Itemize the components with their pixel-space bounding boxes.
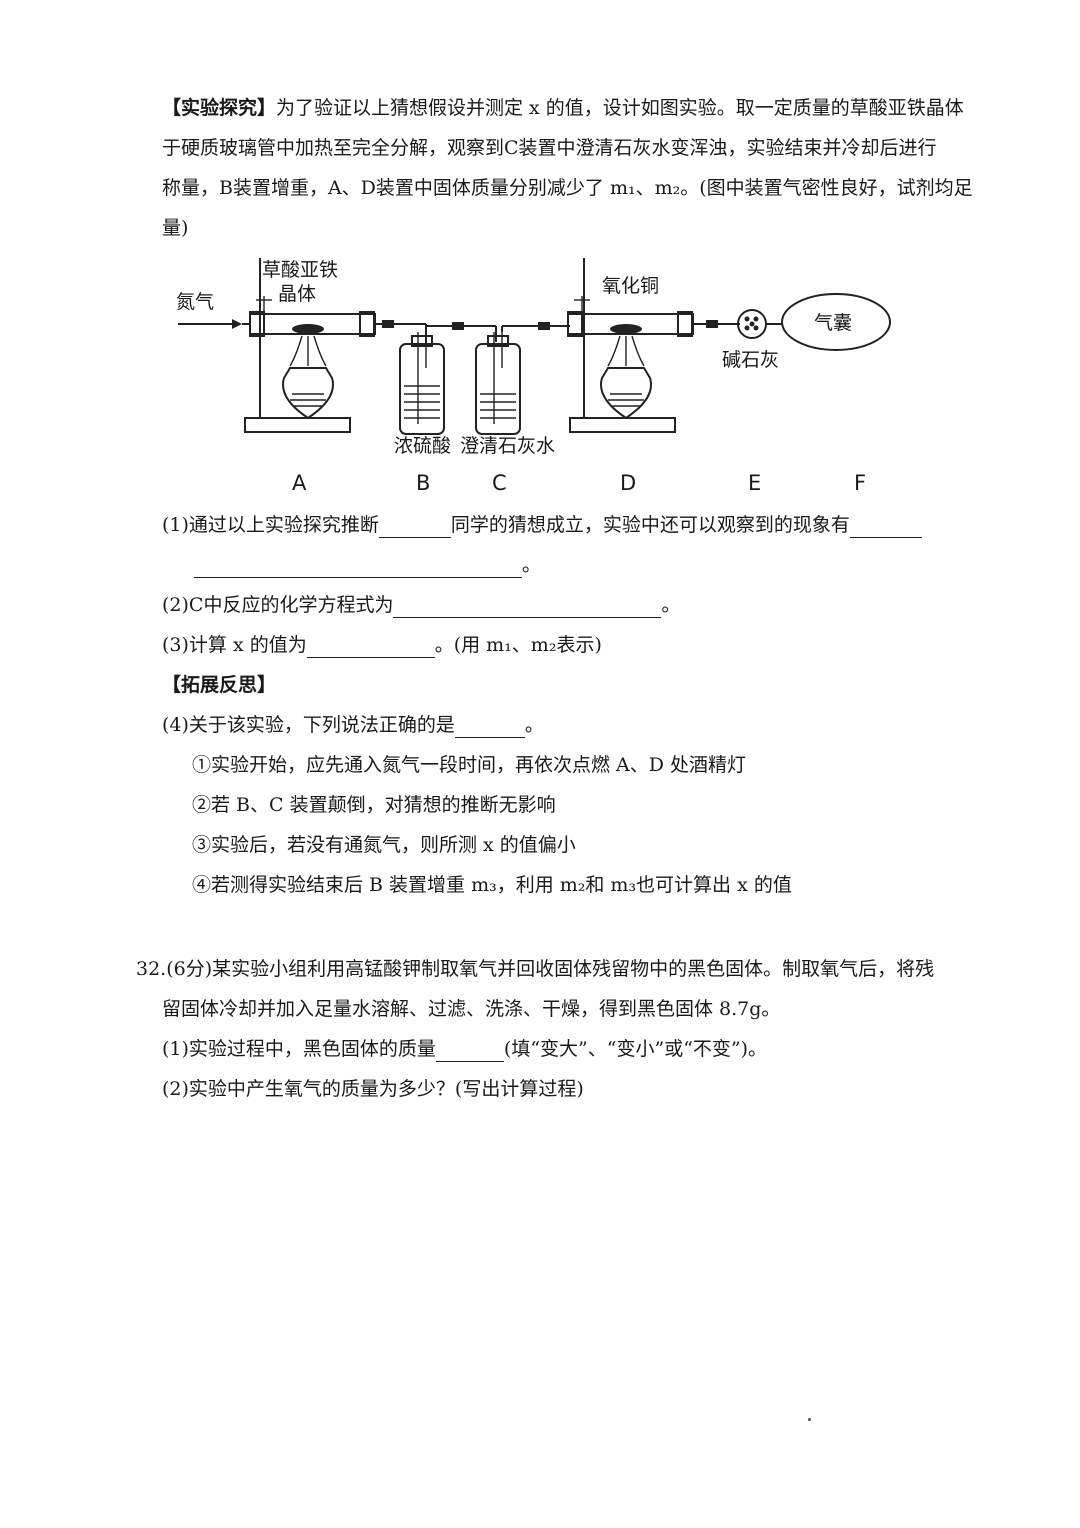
- q4-option-3: ③实验后，若没有通氮气，则所测 x 的值偏小: [192, 834, 576, 856]
- letter-c: C: [492, 471, 507, 495]
- problem-32-line-1: 32.(6分)某实验小组利用高锰酸钾制取氧气并回收固体残留物中的黑色固体。制取氧…: [136, 958, 935, 980]
- letter-b: B: [416, 471, 430, 495]
- intro-text-1: 为了验证以上猜想假设并测定 x 的值，设计如图实验。取一定质量的草酸亚铁晶体: [276, 97, 964, 119]
- label-balloon: 气囊: [814, 312, 852, 334]
- label-soda-lime: 碱石灰: [722, 349, 779, 371]
- nitrogen-arrow-icon: [178, 319, 250, 329]
- q3-blank-x[interactable]: [306, 637, 435, 658]
- problem-32-part-1: (1)实验过程中，黑色固体的质量 (填“变大”、“变小”或“不变”)。: [162, 1036, 767, 1062]
- section-tag-experiment: 【实验探究】: [162, 97, 277, 119]
- letter-a: A: [292, 471, 307, 495]
- bottle-b: [399, 332, 445, 435]
- q4-end: 。: [524, 714, 544, 736]
- question-4: (4)关于该实验，下列说法正确的是 。: [162, 712, 544, 738]
- label-acid: 浓硫酸: [394, 435, 451, 457]
- q2-end: 。: [661, 594, 681, 616]
- label-limewater: 澄清石灰水: [460, 435, 555, 457]
- bottle-c: [475, 332, 521, 435]
- question-1-continued: 。: [194, 552, 541, 578]
- scan-speck: [808, 1418, 811, 1421]
- connector-bc: [425, 322, 497, 342]
- q2-text: (2)C中反应的化学方程式为: [162, 594, 394, 616]
- tube-e: [692, 309, 782, 339]
- apparatus-a: [244, 258, 400, 433]
- letter-d: D: [620, 471, 636, 495]
- q1-text-b: 同学的猜想成立，实验中还可以观察到的现象有: [450, 514, 850, 536]
- problem-32-line-2: 留固体冷却并加入足量水溶解、过滤、洗涤、干燥，得到黑色固体 8.7g。: [162, 998, 781, 1020]
- q1-blank-phenomenon[interactable]: [849, 517, 922, 538]
- q3-text: (3)计算 x 的值为: [162, 634, 307, 656]
- intro-line-4: 量): [162, 217, 189, 239]
- section-tag-extension: 【拓展反思】: [162, 674, 277, 696]
- label-nitrogen: 氮气: [176, 291, 214, 313]
- q3-end: 。(用 m₁、m₂表示): [434, 634, 602, 656]
- q1-end: 。: [522, 554, 542, 576]
- q4-option-2: ②若 B、C 装置颠倒，对猜想的推断无影响: [192, 794, 556, 816]
- question-3: (3)计算 x 的值为 。(用 m₁、m₂表示): [162, 632, 602, 658]
- q4-option-4: ④若测得实验结束后 B 装置增重 m₃，利用 m₂和 m₃也可计算出 x 的值: [192, 874, 792, 896]
- intro-line-3: 称量，B装置增重，A、D装置中固体质量分别减少了 m₁、m₂。(图中装置气密性良…: [162, 177, 973, 199]
- label-sample-1: 草酸亚铁: [262, 259, 338, 281]
- q1-blank-student[interactable]: [378, 517, 451, 538]
- label-copper-oxide: 氧化铜: [602, 275, 659, 297]
- question-2: (2)C中反应的化学方程式为 。: [162, 592, 680, 618]
- label-sample-2: 晶体: [278, 283, 316, 305]
- problem-32-part-2: (2)实验中产生氧气的质量为多少？(写出计算过程): [162, 1078, 584, 1100]
- apparatus-diagram: 氮气 草酸亚铁 晶体: [176, 258, 891, 495]
- q2-blank-equation[interactable]: [393, 597, 662, 618]
- connector-cd: [501, 322, 570, 332]
- connector-ab: [382, 320, 427, 344]
- p32-1-blank-mass[interactable]: [435, 1041, 504, 1062]
- balloon-f: [781, 293, 891, 351]
- q4-text: (4)关于该实验，下列说法正确的是: [162, 714, 455, 736]
- intro-line-1: 【实验探究】为了验证以上猜想假设并测定 x 的值，设计如图实验。取一定质量的草酸…: [162, 95, 964, 121]
- q1-blank-phenomenon-2[interactable]: [194, 557, 522, 578]
- p32-1-text-b: (填“变大”、“变小”或“不变”)。: [503, 1038, 768, 1060]
- q1-text-a: (1)通过以上实验探究推断: [162, 514, 379, 536]
- q4-option-1: ①实验开始，应先通入氮气一段时间，再依次点燃 A、D 处酒精灯: [192, 754, 747, 776]
- question-1: (1)通过以上实验探究推断 同学的猜想成立，实验中还可以观察到的现象有: [162, 512, 922, 538]
- p32-1-text-a: (1)实验过程中，黑色固体的质量: [162, 1038, 436, 1060]
- letter-f: F: [854, 471, 866, 495]
- q4-blank-answer[interactable]: [454, 717, 525, 738]
- intro-line-2: 于硬质玻璃管中加热至完全分解，观察到C装置中澄清石灰水变浑浊，实验结束并冷却后进…: [162, 137, 937, 159]
- letter-e: E: [748, 471, 761, 495]
